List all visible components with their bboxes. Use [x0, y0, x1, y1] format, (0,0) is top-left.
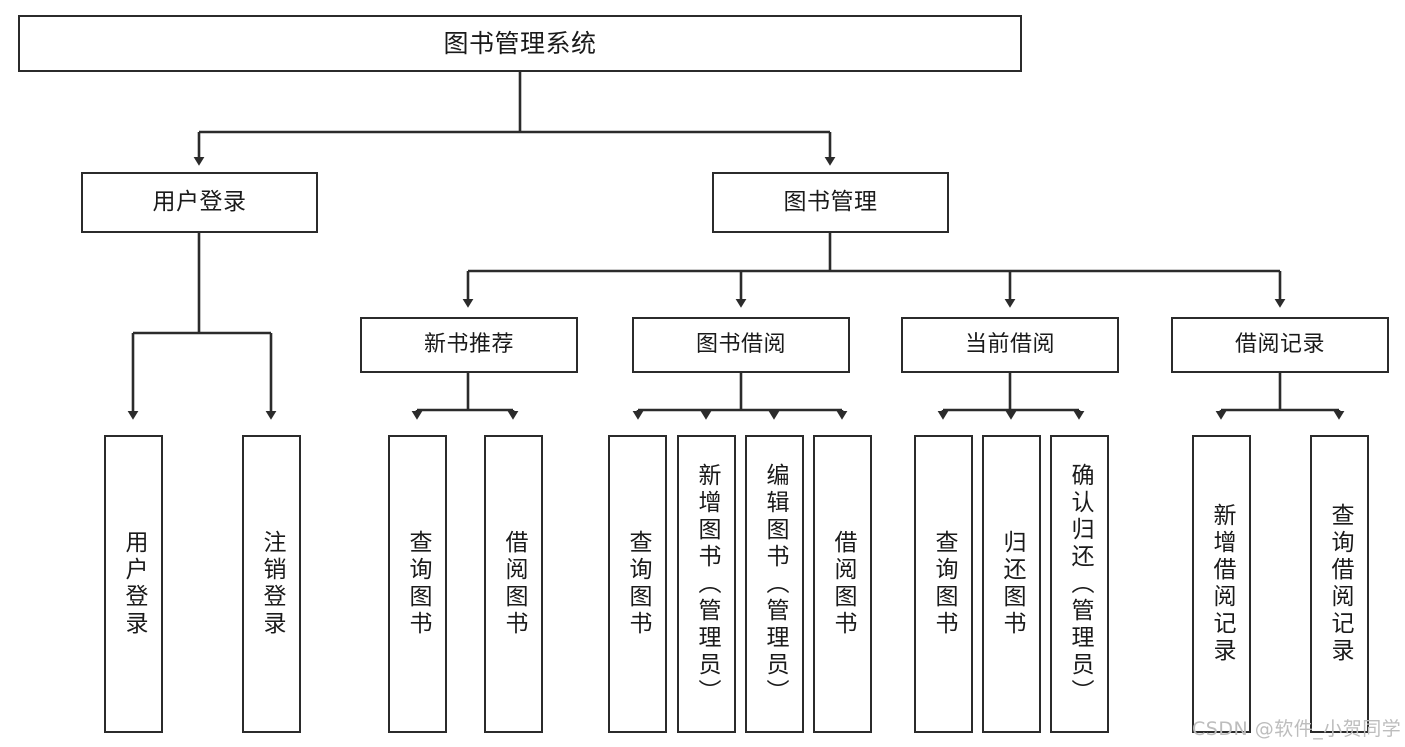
leaf-current-borrow-query[interactable]: 查询图书: [914, 435, 973, 733]
leaf-book-borrow-edit[interactable]: 编辑图书（管理员）: [745, 435, 804, 733]
leaf-new-book-borrow[interactable]: 借阅图书: [484, 435, 543, 733]
leaf-borrow-record-query-label: 查询借阅记录: [1327, 503, 1353, 665]
node-book-manage-label: 图书管理: [783, 188, 878, 215]
node-book-borrow[interactable]: 图书借阅: [632, 317, 850, 373]
leaf-borrow-record-add[interactable]: 新增借阅记录: [1192, 435, 1251, 733]
leaf-book-borrow-add-label: 新增图书（管理员）: [694, 462, 720, 706]
leaf-book-borrow-query[interactable]: 查询图书: [608, 435, 667, 733]
node-borrow-record[interactable]: 借阅记录: [1171, 317, 1389, 373]
leaf-book-borrow-edit-label: 编辑图书（管理员）: [762, 462, 788, 706]
node-user-login-label: 用户登录: [152, 188, 247, 215]
node-new-book-recommend[interactable]: 新书推荐: [360, 317, 578, 373]
node-user-login[interactable]: 用户登录: [81, 172, 318, 233]
node-root-label: 图书管理系统: [443, 28, 597, 58]
leaf-book-borrow-borrow-label: 借阅图书: [830, 530, 856, 638]
leaf-current-borrow-return-label: 归还图书: [999, 530, 1025, 638]
leaf-user-login-login[interactable]: 用户登录: [104, 435, 163, 733]
node-book-borrow-label: 图书借阅: [695, 331, 786, 357]
leaf-new-book-query-label: 查询图书: [405, 530, 431, 638]
leaf-new-book-query[interactable]: 查询图书: [388, 435, 447, 733]
leaf-user-login-login-label: 用户登录: [121, 530, 147, 638]
node-book-manage[interactable]: 图书管理: [712, 172, 949, 233]
node-new-book-recommend-label: 新书推荐: [423, 331, 514, 357]
leaf-current-borrow-return[interactable]: 归还图书: [982, 435, 1041, 733]
leaf-book-borrow-borrow[interactable]: 借阅图书: [813, 435, 872, 733]
leaf-user-login-logout[interactable]: 注销登录: [242, 435, 301, 733]
leaf-current-borrow-query-label: 查询图书: [931, 530, 957, 638]
leaf-current-borrow-confirm-return-label: 确认归还（管理员）: [1067, 462, 1093, 706]
leaf-borrow-record-add-label: 新增借阅记录: [1209, 503, 1235, 665]
leaf-book-borrow-query-label: 查询图书: [625, 530, 651, 638]
leaf-new-book-borrow-label: 借阅图书: [501, 530, 527, 638]
leaf-current-borrow-confirm-return[interactable]: 确认归还（管理员）: [1050, 435, 1109, 733]
node-root[interactable]: 图书管理系统: [18, 15, 1022, 72]
node-current-borrow-label: 当前借阅: [964, 331, 1055, 357]
leaf-book-borrow-add[interactable]: 新增图书（管理员）: [677, 435, 736, 733]
leaf-borrow-record-query[interactable]: 查询借阅记录: [1310, 435, 1369, 733]
node-current-borrow[interactable]: 当前借阅: [901, 317, 1119, 373]
leaf-user-login-logout-label: 注销登录: [259, 530, 285, 638]
node-borrow-record-label: 借阅记录: [1234, 331, 1325, 357]
watermark: CSDN @软件_小贺同学: [1192, 718, 1402, 740]
